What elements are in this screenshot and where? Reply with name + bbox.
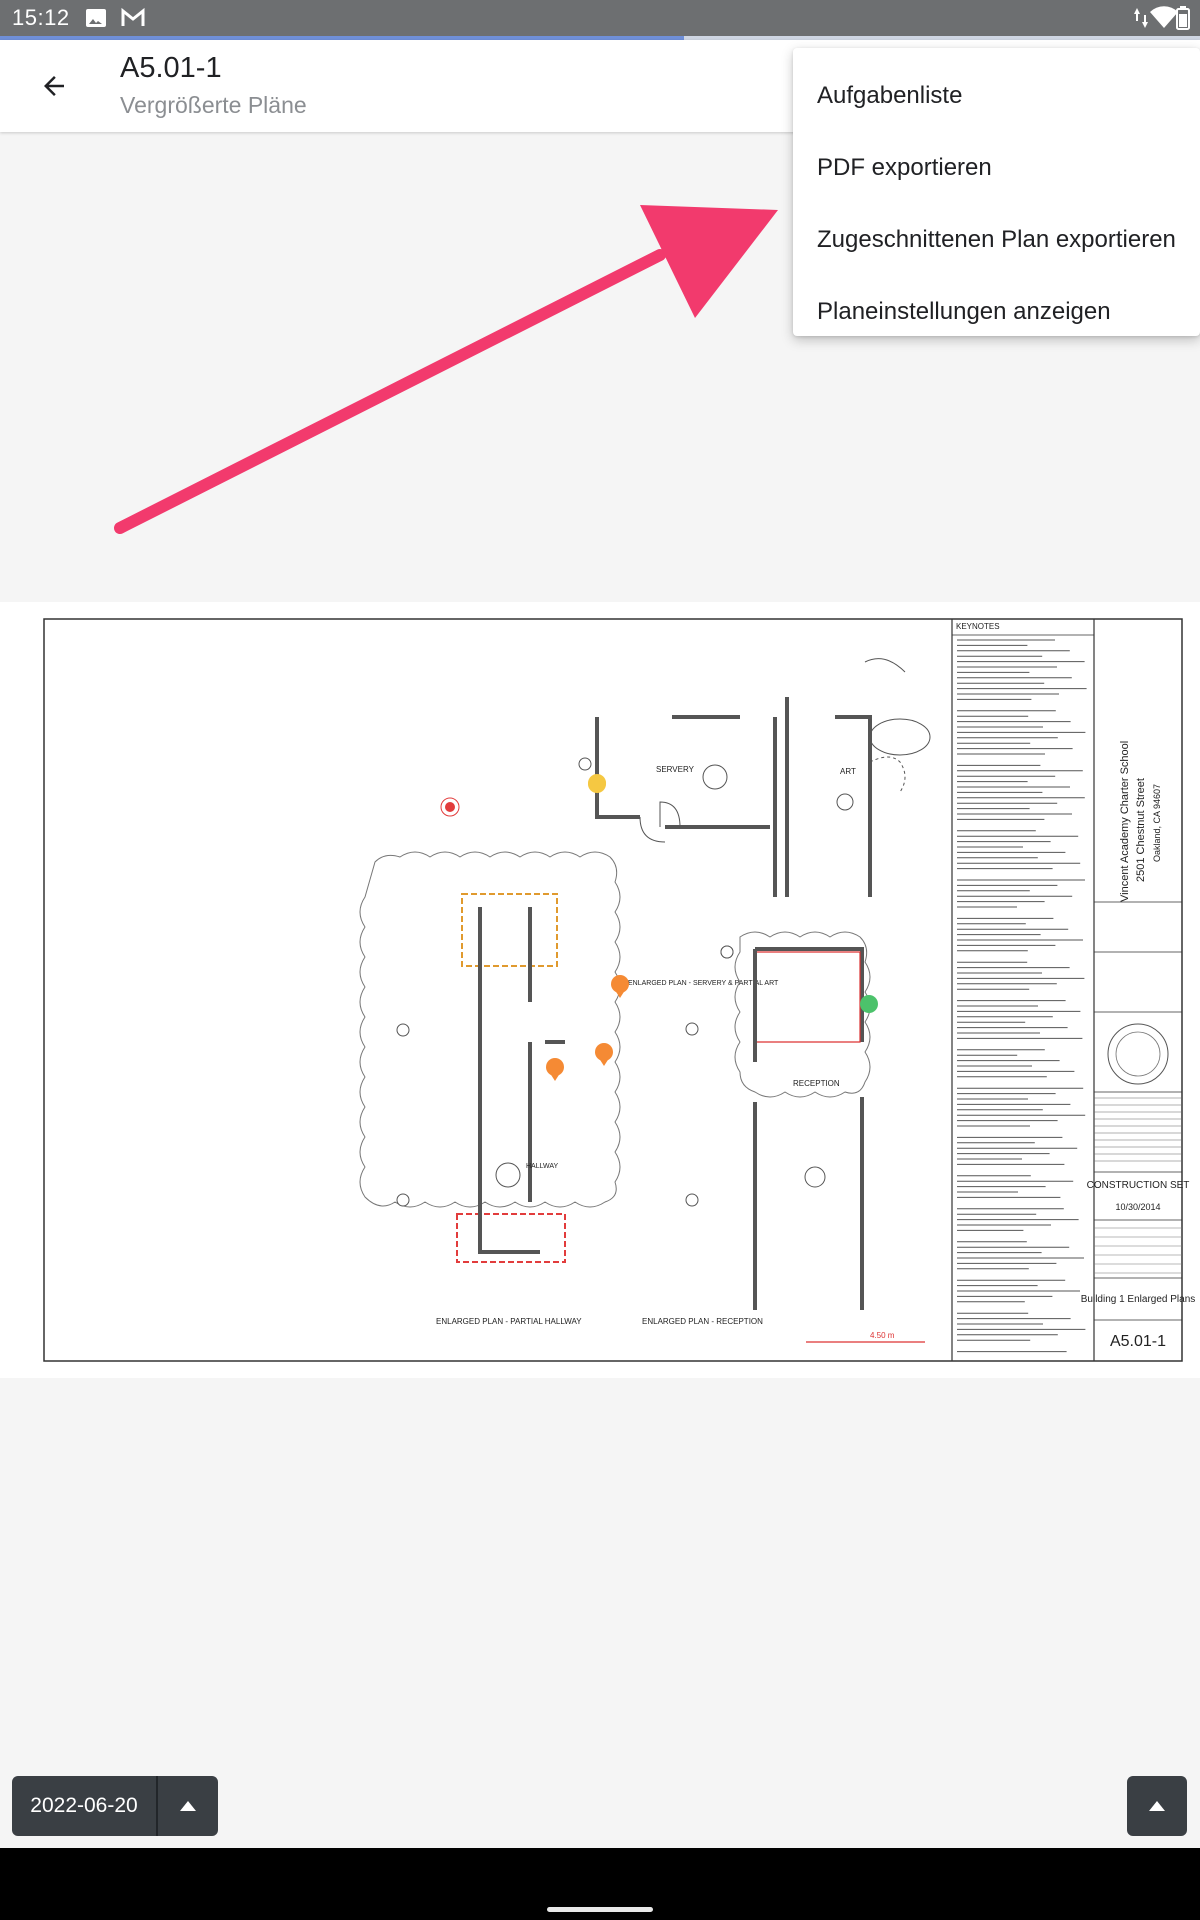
arrow-left-icon: [44, 76, 64, 96]
room-label-art: ART: [840, 767, 856, 776]
dimension-label: 4.50 m: [870, 1331, 895, 1340]
menu-item-plan-settings[interactable]: Planeinstellungen anzeigen: [817, 298, 1111, 325]
caret-up-icon: [180, 1801, 196, 1811]
data-arrows-icon: [1134, 6, 1148, 35]
plan-markers[interactable]: [440, 774, 878, 1081]
room-label-hallway: HALLWAY: [526, 1163, 558, 1170]
project-city: Oakland, CA 94607: [1152, 784, 1162, 862]
set-date: 10/30/2014: [1115, 1202, 1160, 1212]
image-icon: [84, 6, 108, 35]
drawing-title-hallway: ENLARGED PLAN - PARTIAL HALLWAY: [436, 1317, 582, 1326]
expand-panel-button[interactable]: [1127, 1776, 1187, 1836]
menu-item-task-list[interactable]: Aufgabenliste: [817, 82, 963, 109]
back-button[interactable]: [28, 64, 80, 108]
loading-progress: [0, 36, 1200, 40]
plan-version-date[interactable]: 2022-06-20: [30, 1794, 138, 1817]
sheet-title: Building 1 Enlarged Plans: [1081, 1294, 1196, 1305]
set-label: CONSTRUCTION SET: [1087, 1180, 1190, 1191]
home-gesture-handle[interactable]: [547, 1907, 653, 1912]
plan-version-selector[interactable]: 2022-06-20: [12, 1776, 218, 1836]
status-bar: 15:12: [0, 0, 1200, 36]
project-name: Vincent Academy Charter School: [1119, 741, 1131, 902]
drawing-title-servery: ENLARGED PLAN - SERVERY & PARTIAL ART: [628, 980, 779, 987]
status-time: 15:12: [12, 5, 70, 30]
plan-viewer[interactable]: KEYNOTES Vincent Academy Charter School …: [0, 602, 1200, 1378]
drawing-title-reception: ENLARGED PLAN - RECEPTION: [642, 1317, 763, 1326]
battery-icon: [1176, 6, 1190, 35]
project-street: 2501 Chestnut Street: [1135, 778, 1147, 882]
version-toggle-button[interactable]: [158, 1776, 218, 1836]
gmail-icon: [120, 6, 146, 35]
room-label-servery: SERVERY: [656, 765, 695, 774]
page-subtitle: Vergrößerte Pläne: [120, 92, 307, 118]
chip-divider: [156, 1776, 158, 1836]
menu-item-export-cropped-plan[interactable]: Zugeschnittenen Plan exportieren: [817, 226, 1176, 253]
caret-up-icon: [1149, 1801, 1165, 1811]
plan-drawing: KEYNOTES Vincent Academy Charter School …: [43, 618, 1196, 1362]
wifi-icon: [1150, 6, 1178, 35]
keynotes-heading: KEYNOTES: [956, 622, 1000, 631]
menu-item-export-pdf[interactable]: PDF exportieren: [817, 154, 992, 181]
room-label-reception: RECEPTION: [793, 1079, 840, 1088]
page-title: A5.01-1: [120, 52, 222, 84]
overflow-menu: Aufgabenliste PDF exportieren Zugeschnit…: [793, 48, 1200, 336]
sheet-number: A5.01-1: [1110, 1333, 1166, 1350]
